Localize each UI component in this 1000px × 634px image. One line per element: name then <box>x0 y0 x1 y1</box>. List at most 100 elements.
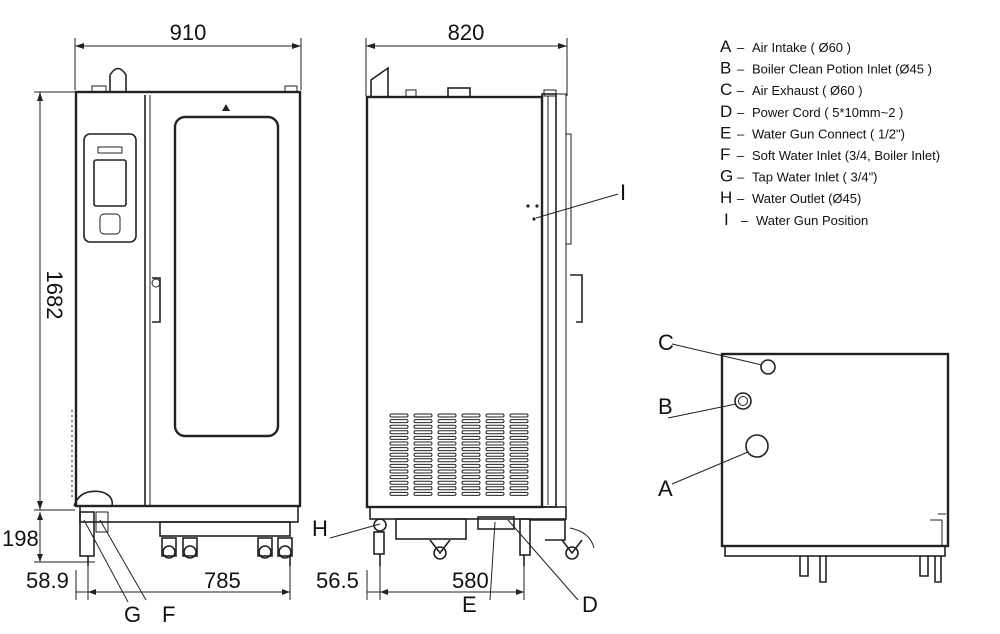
control-panel <box>83 133 137 243</box>
vent-slot <box>389 430 409 435</box>
vent-slot <box>389 435 409 440</box>
top-fitting <box>91 85 107 93</box>
arrowhead <box>37 501 43 510</box>
legend-letter: C <box>720 80 732 99</box>
legend-letter: F <box>720 145 730 164</box>
leader-H <box>329 523 381 539</box>
top-fitting <box>405 89 417 98</box>
side-wheel <box>565 546 579 560</box>
wheel <box>183 545 197 559</box>
wheel-bracket <box>161 537 177 557</box>
vent-slot <box>485 486 505 491</box>
vent-slot <box>509 469 529 474</box>
air-exhaust-port <box>760 359 776 375</box>
vent-slot <box>389 463 409 468</box>
warning-icon <box>222 104 230 111</box>
top-fitting <box>284 85 298 93</box>
door-handle-side-icon <box>570 274 583 323</box>
vent-slot <box>437 475 457 480</box>
vent-slot <box>413 463 433 468</box>
base-height-label: 198 <box>2 526 39 551</box>
vent-slot <box>509 441 529 446</box>
vent-slot <box>461 463 481 468</box>
vent-slot <box>413 435 433 440</box>
vent-slot <box>509 463 529 468</box>
legend-letter: A <box>720 37 732 56</box>
legend-dash: – <box>737 170 745 185</box>
legend-item: E–Water Gun Connect ( 1/2") <box>720 123 905 142</box>
vent-slot <box>461 441 481 446</box>
vent-slot <box>413 441 433 446</box>
wheel-bracket <box>429 539 451 555</box>
vent-slot <box>509 475 529 480</box>
vent-slot <box>461 491 481 496</box>
legend-item: F–Soft Water Inlet (3/4, Boiler Inlet) <box>720 145 940 164</box>
vent-slot <box>437 469 457 474</box>
vent-slot <box>437 463 457 468</box>
legend-item: D–Power Cord ( 5*10mm~2 ) <box>720 102 903 121</box>
vent-slot <box>413 413 433 418</box>
legend-letter: G <box>720 167 733 186</box>
legend-item: A–Air Intake ( Ø60 ) <box>720 37 851 56</box>
vent-slot <box>413 475 433 480</box>
vent-slot <box>389 452 409 457</box>
legend-letter: B <box>720 59 731 78</box>
vent-slot <box>485 469 505 474</box>
vent-slot <box>461 424 481 429</box>
vent-slot <box>437 441 457 446</box>
rear-bracket <box>930 513 946 546</box>
rear-leg <box>819 556 827 583</box>
vent-slot <box>389 480 409 485</box>
top-fitting <box>447 87 471 98</box>
arrowhead <box>558 43 567 49</box>
legend-text: Water Outlet (Ø45) <box>752 191 861 206</box>
vent-slot <box>461 469 481 474</box>
legend-text: Soft Water Inlet (3/4, Boiler Inlet) <box>752 148 940 163</box>
vent-slot <box>413 480 433 485</box>
vent-slot <box>509 419 529 424</box>
arrowhead <box>366 43 375 49</box>
brand-logo <box>97 146 123 154</box>
vent-slot <box>437 413 457 418</box>
vent-slot <box>461 475 481 480</box>
arrowhead <box>37 92 43 101</box>
callout-H: H <box>312 516 328 541</box>
side-leg-span-label: 580 <box>452 568 489 593</box>
rear-leg <box>799 556 809 577</box>
callout-C: C <box>658 330 674 355</box>
legend-item: G–Tap Water Inlet ( 3/4") <box>720 167 878 186</box>
side-width-label: 820 <box>448 20 485 45</box>
leader-G <box>83 519 129 603</box>
legend-dash: – <box>737 40 745 55</box>
callout-E: E <box>462 592 477 617</box>
handle-pivot <box>151 278 161 288</box>
rear-leg <box>919 556 929 577</box>
legend-dash: – <box>737 148 745 163</box>
vent-slot <box>461 413 481 418</box>
control-panel-side <box>565 133 572 245</box>
vent-slot <box>437 486 457 491</box>
side-wheel <box>433 546 447 560</box>
top-chimney <box>109 67 127 92</box>
callout-D: D <box>582 592 598 617</box>
legend-dash: – <box>737 191 745 206</box>
vent-slot <box>485 458 505 463</box>
legend-letter: E <box>720 123 731 142</box>
wheel <box>162 545 176 559</box>
vent-slot <box>485 463 505 468</box>
arrowhead <box>88 589 96 595</box>
vent-slot <box>461 419 481 424</box>
door-window <box>173 115 280 438</box>
legend-text: Boiler Clean Potion Inlet (Ø45 ) <box>752 62 932 77</box>
vent-slot <box>509 435 529 440</box>
vent-slot <box>389 491 409 496</box>
vent-slot <box>461 486 481 491</box>
front-view: 910 1682 198 <box>2 20 302 627</box>
inlet-valve-2 <box>95 511 109 533</box>
vent-slot <box>509 452 529 457</box>
legend-letter: I <box>724 210 729 229</box>
outlet-fitting <box>373 518 387 532</box>
callout-G: G <box>124 602 141 627</box>
side-base-plumbing <box>395 518 467 540</box>
boiler-clean-port-inner <box>738 396 748 406</box>
